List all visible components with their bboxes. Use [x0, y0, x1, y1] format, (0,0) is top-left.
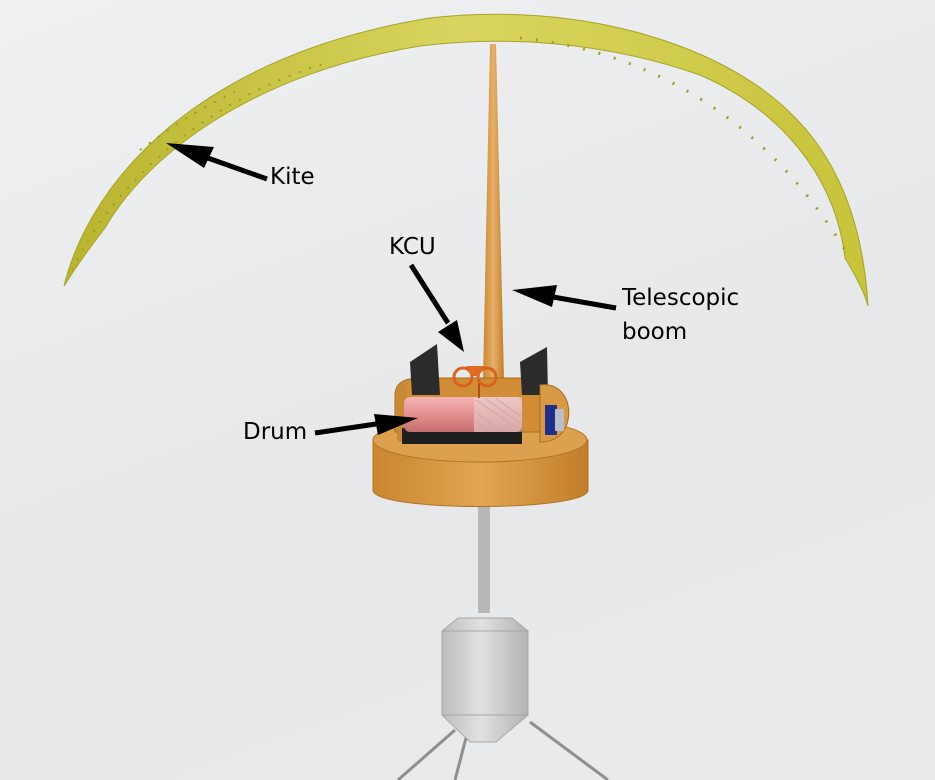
- drum: [402, 397, 522, 444]
- generator: [545, 405, 564, 435]
- arrow-telescopic-boom: [512, 285, 617, 311]
- drum-label: Drum: [243, 419, 308, 445]
- telescopic-boom-label: Telescopic boom: [622, 285, 740, 345]
- kite-canopy: [63, 13, 869, 307]
- arrow-drum: [314, 414, 418, 436]
- kcu-label: KCU: [389, 234, 436, 260]
- kcu-unit: [452, 366, 498, 398]
- telescopic-boom: [483, 44, 504, 380]
- tower: [397, 505, 609, 780]
- solar-panels: [410, 344, 548, 395]
- arrow-kcu: [408, 263, 464, 352]
- arrow-kite: [166, 143, 268, 182]
- kite-label: Kite: [270, 164, 315, 190]
